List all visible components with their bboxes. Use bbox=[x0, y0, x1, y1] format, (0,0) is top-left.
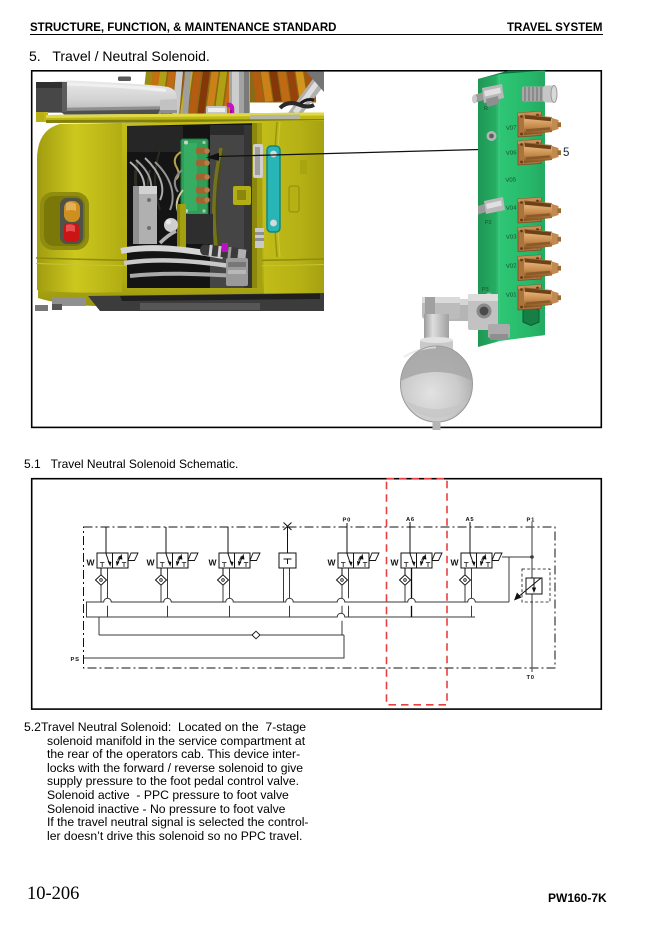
svg-text:W: W bbox=[391, 558, 400, 568]
svg-text:5: 5 bbox=[563, 147, 569, 159]
svg-text:P0: P0 bbox=[343, 518, 352, 524]
svg-text:W: W bbox=[87, 558, 96, 568]
svg-text:V03: V03 bbox=[506, 234, 518, 241]
svg-text:R: R bbox=[484, 106, 488, 112]
svg-text:P3: P3 bbox=[482, 287, 489, 293]
svg-text:A5: A5 bbox=[466, 517, 475, 523]
svg-text:T0: T0 bbox=[527, 675, 535, 681]
svg-text:W: W bbox=[209, 558, 218, 568]
svg-text:V02: V02 bbox=[506, 263, 518, 270]
svg-text:W: W bbox=[147, 558, 156, 568]
svg-text:W: W bbox=[328, 558, 337, 568]
svg-text:PS: PS bbox=[71, 657, 80, 663]
svg-text:V07: V07 bbox=[506, 125, 518, 132]
svg-text:P1: P1 bbox=[527, 518, 536, 524]
svg-text:V05: V05 bbox=[505, 177, 517, 184]
svg-text:P2: P2 bbox=[485, 220, 492, 226]
svg-text:A6: A6 bbox=[406, 517, 415, 523]
svg-text:V01: V01 bbox=[506, 292, 518, 299]
svg-text:V04: V04 bbox=[506, 205, 518, 212]
svg-text:W: W bbox=[451, 558, 460, 568]
svg-text:V06: V06 bbox=[506, 150, 518, 157]
